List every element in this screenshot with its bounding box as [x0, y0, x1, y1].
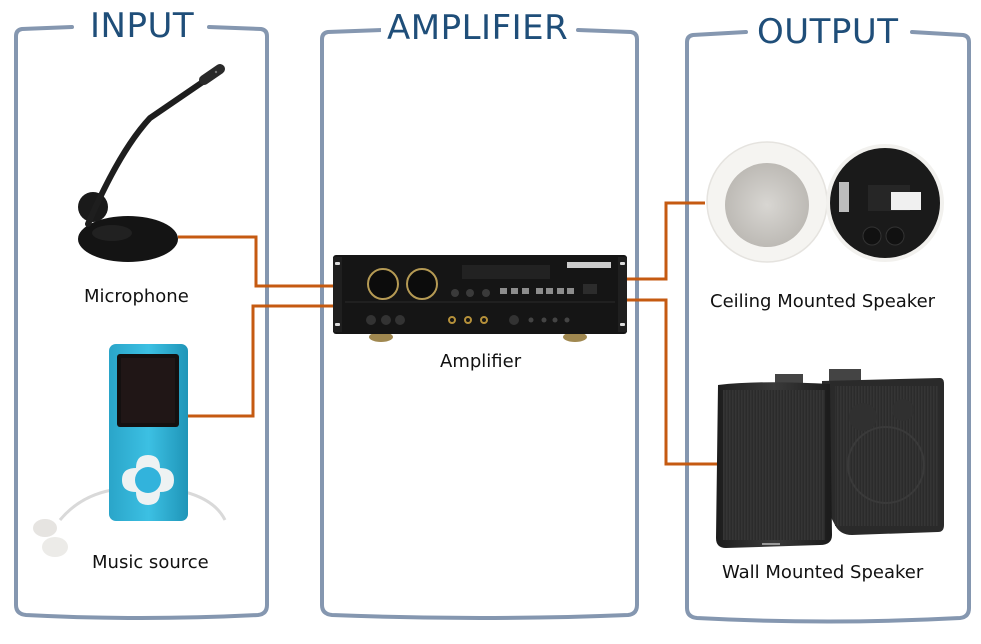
ceiling-speaker-label: Ceiling Mounted Speaker — [710, 291, 936, 312]
output-panel-frame — [685, 30, 971, 624]
wire-microphone-amplifier — [178, 235, 335, 288]
microphone-label: Microphone — [84, 286, 189, 307]
wire-amplifier-wall-speaker — [626, 298, 718, 466]
output-title: OUTPUT — [751, 12, 905, 52]
amplifier-title: AMPLIFIER — [381, 8, 575, 48]
music-player-icon — [33, 344, 227, 557]
microphone-icon — [78, 64, 225, 262]
amplifier-label: Amplifier — [440, 351, 522, 372]
wire-music-source-amplifier — [188, 304, 335, 418]
amplifier-panel-frame — [320, 28, 639, 620]
wires — [178, 201, 718, 466]
input-title: INPUT — [84, 6, 201, 46]
music-source-label: Music source — [92, 552, 209, 573]
wire-amplifier-ceiling-speaker — [626, 201, 705, 281]
wall-speaker-label: Wall Mounted Speaker — [722, 562, 924, 583]
ceiling-speaker-icon — [706, 141, 944, 263]
wall-speaker-icon — [716, 369, 944, 548]
amplifier-icon — [333, 255, 627, 342]
input-panel-frame — [14, 25, 269, 620]
